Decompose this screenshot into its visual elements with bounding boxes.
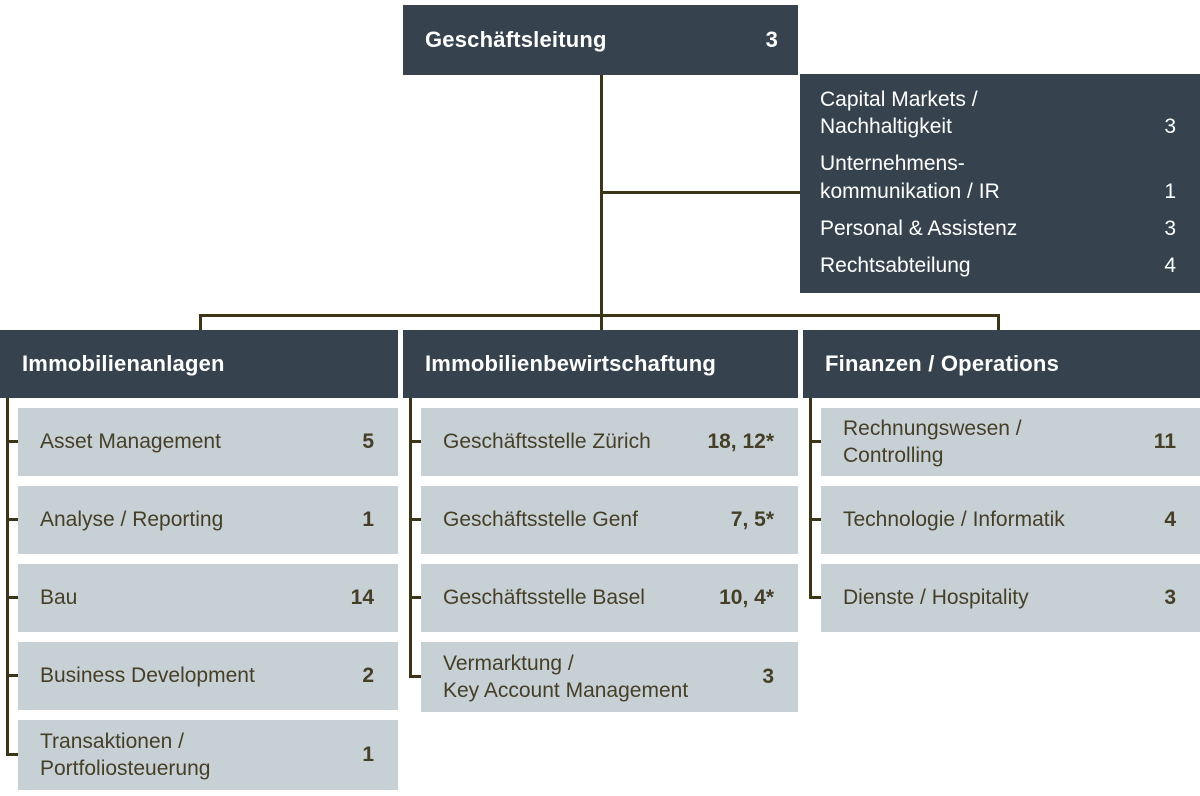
connector-branch-drop-right: [997, 314, 1000, 330]
connector-col1-tick-1: [6, 440, 18, 443]
org-item-label: Analyse / Reporting: [40, 508, 224, 532]
column-header-label: Immobilienbewirtschaftung: [425, 351, 717, 376]
column-header-label: Immobilienanlagen: [22, 351, 225, 376]
staff-row-label: Capital Markets / Nachhaltigkeit: [820, 88, 978, 139]
staff-row-count: 3: [1164, 115, 1176, 139]
org-item-label: Bau: [40, 586, 78, 610]
connector-col3-tick-2: [809, 518, 821, 521]
connector-root-vertical: [600, 75, 603, 330]
org-item-count: 14: [350, 586, 374, 610]
connector-branch-drop-left: [199, 314, 202, 330]
org-item-geschaeftsstelle-genf: Geschäftsstelle Genf 7, 5*: [421, 486, 798, 554]
root-count: 3: [765, 27, 778, 52]
org-item-asset-management: Asset Management 5: [18, 408, 398, 476]
connector-col2-tick-4: [409, 675, 421, 678]
org-item-count: 4: [1164, 508, 1176, 532]
org-item-count: 3: [762, 665, 774, 689]
staff-row-label: Personal & Assistenz: [820, 216, 1018, 240]
org-item-label: Business Development: [40, 664, 255, 688]
root-box: Geschäftsleitung 3: [403, 5, 798, 75]
org-item-dienste-hospitality: Dienste / Hospitality 3: [821, 564, 1200, 632]
org-item-vermarktung-key-account-management: Vermarktung / Key Account Management 3: [421, 642, 798, 712]
staff-box: Capital Markets / Nachhaltigkeit 3 Unter…: [800, 74, 1200, 293]
staff-row: Capital Markets / Nachhaltigkeit 3: [820, 86, 1176, 141]
org-item-transaktionen-portfoliosteuerung: Transaktionen / Portfoliosteuerung 1: [18, 720, 398, 790]
root-label: Geschäftsleitung: [425, 27, 607, 52]
org-item-count: 3: [1164, 586, 1176, 610]
connector-col3-vertical: [809, 398, 812, 599]
org-item-count: 7, 5*: [730, 508, 774, 532]
connector-col1-tick-2: [6, 518, 18, 521]
connector-col2-vertical: [409, 398, 412, 678]
org-item-label: Asset Management: [40, 430, 221, 454]
staff-row: Personal & Assistenz 3: [820, 215, 1176, 242]
org-item-count: 1: [362, 743, 374, 767]
column-header-label: Finanzen / Operations: [825, 351, 1060, 376]
connector-col1-tick-4: [6, 674, 18, 677]
column-header-immobilienanlagen: Immobilienanlagen: [0, 330, 398, 398]
org-item-business-development: Business Development 2: [18, 642, 398, 710]
org-item-count: 1: [362, 508, 374, 532]
org-item-label: Dienste / Hospitality: [843, 586, 1029, 610]
connector-col1-tick-5: [6, 753, 18, 756]
org-item-label: Rechnungswesen / Controlling: [843, 416, 1022, 467]
connector-col3-tick-1: [809, 440, 821, 443]
org-item-count: 18, 12*: [707, 430, 774, 454]
org-item-bau: Bau 14: [18, 564, 398, 632]
column-header-finanzen-operations: Finanzen / Operations: [803, 330, 1200, 398]
staff-row: Unternehmens- kommunikation / IR 1: [820, 150, 1176, 205]
org-item-geschaeftsstelle-zuerich: Geschäftsstelle Zürich 18, 12*: [421, 408, 798, 476]
column-header-immobilienbewirtschaftung: Immobilienbewirtschaftung: [403, 330, 798, 398]
org-item-count: 5: [362, 430, 374, 454]
org-item-label: Geschäftsstelle Zürich: [443, 430, 651, 454]
staff-row: Rechtsabteilung 4: [820, 252, 1176, 279]
staff-row-label: Unternehmens- kommunikation / IR: [820, 152, 1000, 203]
connector-col2-tick-2: [409, 518, 421, 521]
connector-col2-tick-1: [409, 440, 421, 443]
org-item-count: 2: [362, 664, 374, 688]
org-item-geschaeftsstelle-basel: Geschäftsstelle Basel 10, 4*: [421, 564, 798, 632]
org-item-label: Vermarktung / Key Account Management: [443, 651, 689, 702]
org-item-label: Transaktionen / Portfoliosteuerung: [40, 729, 211, 780]
org-item-analyse-reporting: Analyse / Reporting 1: [18, 486, 398, 554]
staff-row-count: 1: [1164, 179, 1176, 203]
connector-col3-tick-3: [809, 596, 821, 599]
connector-staff-horizontal: [601, 191, 800, 194]
connector-col2-tick-3: [409, 596, 421, 599]
org-item-count: 11: [1153, 430, 1176, 454]
org-item-label: Technologie / Informatik: [843, 508, 1065, 532]
org-item-technologie-informatik: Technologie / Informatik 4: [821, 486, 1200, 554]
org-item-rechnungswesen-controlling: Rechnungswesen / Controlling 11: [821, 408, 1200, 476]
org-item-count: 10, 4*: [719, 586, 774, 610]
staff-row-label: Rechtsabteilung: [820, 253, 971, 277]
org-item-label: Geschäftsstelle Basel: [443, 586, 645, 610]
staff-row-count: 3: [1164, 216, 1176, 240]
connector-col1-tick-3: [6, 596, 18, 599]
staff-row-count: 4: [1164, 253, 1176, 277]
org-item-label: Geschäftsstelle Genf: [443, 508, 638, 532]
connector-col1-vertical: [6, 398, 9, 756]
connector-branch-horizontal: [199, 314, 1000, 317]
